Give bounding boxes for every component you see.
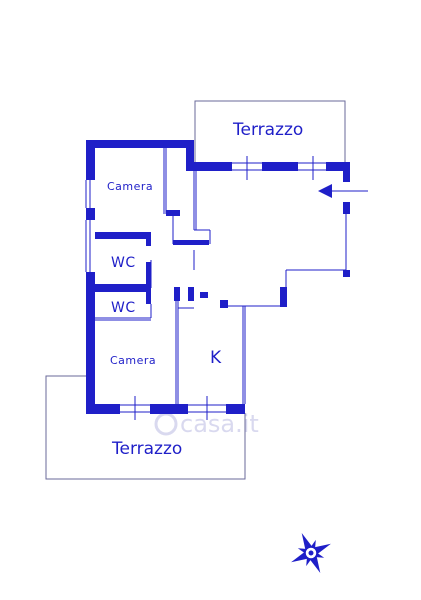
exterior-walls bbox=[85, 140, 350, 420]
watermark-text: casa.it bbox=[180, 410, 259, 438]
wc-upper-label: WC bbox=[111, 255, 136, 271]
terrace-top-label: Terrazzo bbox=[232, 120, 303, 140]
compass-rose-icon bbox=[291, 533, 331, 573]
bedroom-top-label: Camera bbox=[107, 180, 153, 193]
terrace-top-outline bbox=[194, 100, 346, 163]
terrace-bottom-label: Terrazzo bbox=[111, 439, 182, 459]
kitchen-label: K bbox=[210, 348, 222, 368]
entrance-arrow-icon bbox=[318, 184, 368, 198]
terrace-bottom-outline bbox=[45, 375, 246, 480]
wc-lower-label: WC bbox=[111, 300, 136, 316]
bedroom-bottom-label: Camera bbox=[110, 354, 156, 367]
interior-walls bbox=[95, 148, 246, 404]
watermark: casa.it bbox=[154, 410, 259, 438]
